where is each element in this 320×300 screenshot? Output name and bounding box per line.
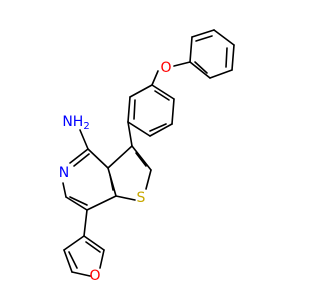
pyridine-nitrogen-label: N: [59, 165, 69, 181]
furan-oxygen-label: O: [89, 268, 100, 284]
aryl-link-bond: [127, 121, 133, 147]
amine-label: NH2: [62, 114, 89, 132]
ether-oxygen-label: O: [160, 60, 171, 76]
phenyl-ring-top: [189, 29, 235, 79]
molecule-structure: NH2 N S O O: [59, 29, 235, 284]
furan-ring: [63, 235, 105, 277]
phenyl-ring-middle: [127, 84, 175, 137]
thiophene-sulfur-label: S: [137, 190, 146, 206]
thienopyridine-core: [62, 145, 152, 211]
amine-bond: [79, 129, 89, 150]
molecule-structure-canvas: NH2 N S O O: [59, 29, 235, 284]
ether-bonds: [151, 61, 191, 86]
furyl-link-bond: [83, 209, 88, 237]
